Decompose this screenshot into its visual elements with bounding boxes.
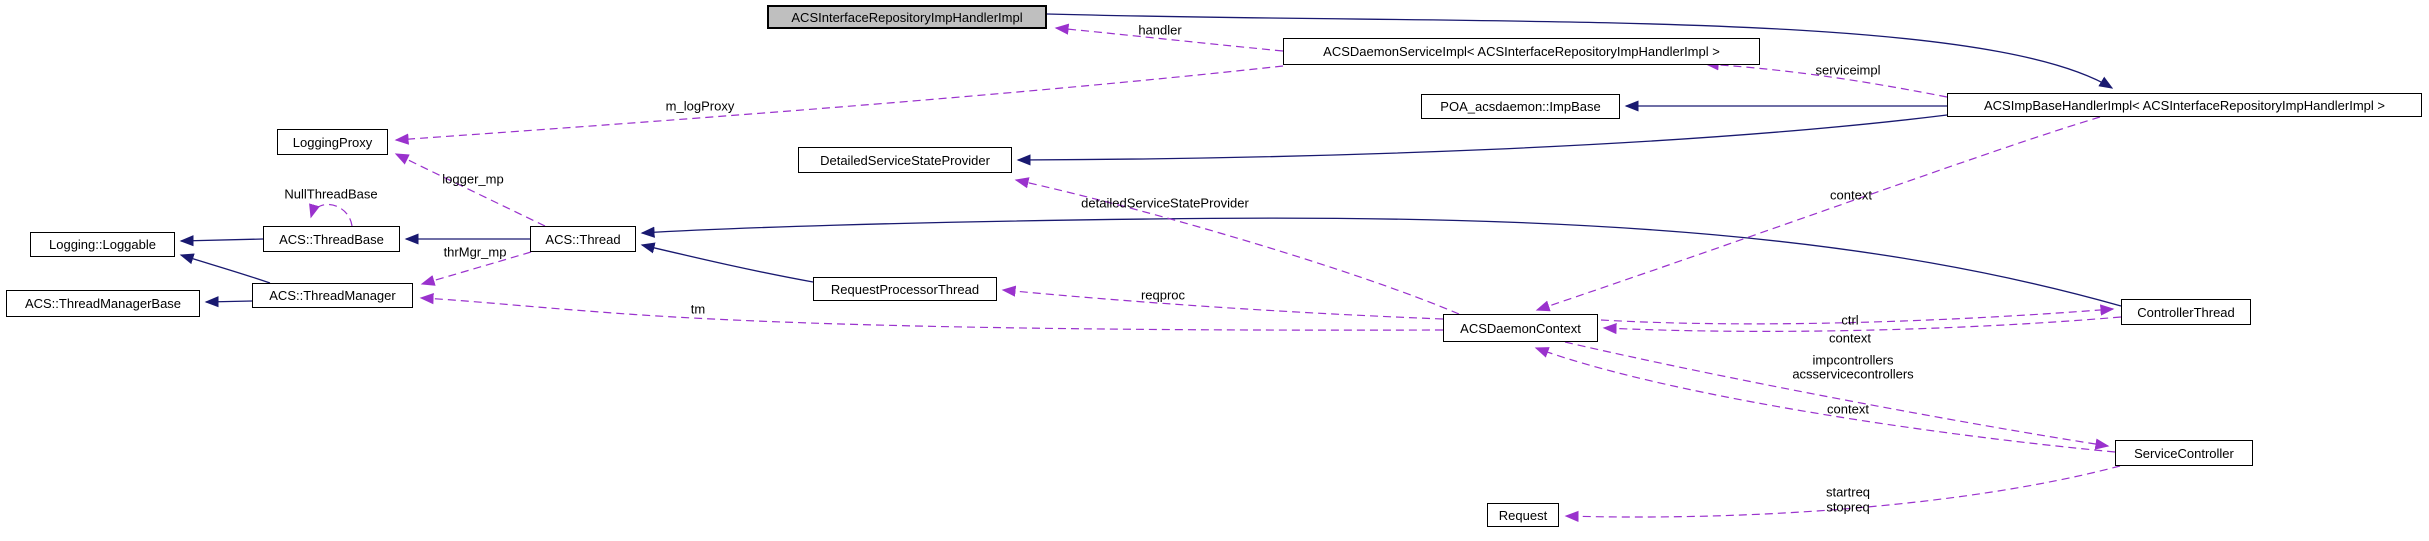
- edge-inherit-impbasehandler-to-dssp: [1016, 114, 1948, 166]
- node-acs-imp-base-handler-impl[interactable]: ACSImpBaseHandlerImpl< ACSInterfaceRepos…: [1947, 93, 2422, 117]
- edge-usage-ctrl: [1600, 304, 2115, 325]
- node-acs-thread-base[interactable]: ACS::ThreadBase: [263, 226, 400, 252]
- edge-label-m-logproxy: m_logProxy: [665, 98, 735, 114]
- node-logging-loggable[interactable]: Logging::Loggable: [30, 232, 175, 257]
- edge-inherit-threadbase-to-loggable: [179, 235, 264, 247]
- edge-label-context-service: context: [1827, 401, 1869, 417]
- edge-usage-thrmgr-mp: [420, 251, 532, 286]
- edge-usage-nullthreadbase-selfloop: [309, 203, 353, 227]
- edge-usage-context-from-servicecontroller: [1534, 347, 2116, 453]
- node-request-processor-thread[interactable]: RequestProcessorThread: [813, 277, 997, 301]
- edge-label-stopreq: stopreq: [1826, 499, 1870, 515]
- edge-label-handler: handler: [1138, 22, 1182, 38]
- node-acs-thread-manager[interactable]: ACS::ThreadManager: [252, 283, 413, 308]
- edge-label-logger-mp: logger_mp: [442, 171, 504, 187]
- node-request[interactable]: Request: [1487, 503, 1559, 527]
- edge-usage-context-from-controllerthread: [1602, 316, 2122, 335]
- edge-usage-context-from-impbasehandler: [1535, 116, 2101, 312]
- edge-label-null-thread-base: NullThreadBase: [284, 186, 378, 202]
- edge-usage-impcontrollers: [1564, 341, 2110, 450]
- edge-usage-reqproc: [1001, 285, 1444, 320]
- node-acs-interface-repository-imp-handler-impl: ACSInterfaceRepositoryImpHandlerImpl: [767, 5, 1047, 29]
- node-poa-acsdaemon-impbase[interactable]: POA_acsdaemon::ImpBase: [1421, 94, 1620, 119]
- edge-label-startreq: startreq: [1825, 484, 1871, 500]
- edge-label-thrmgr-mp: thrMgr_mp: [443, 244, 507, 260]
- edge-label-acsservicecontrollers: acsservicecontrollers: [1792, 366, 1914, 382]
- edge-usage-logger-mp: [394, 153, 546, 227]
- node-acs-thread[interactable]: ACS::Thread: [530, 226, 636, 252]
- node-detailed-service-state-provider[interactable]: DetailedServiceStateProvider: [798, 147, 1012, 173]
- edge-usage-detailedssp: [1014, 177, 1460, 315]
- edge-label-detailed-ssp: detailedServiceStateProvider: [1081, 195, 1249, 211]
- edge-inherit-threadmanager-to-threadmanagerbase: [204, 296, 253, 308]
- edge-inherit-reqprocthread-to-thread: [640, 242, 814, 283]
- edge-label-context-controller: context: [1829, 330, 1871, 346]
- node-service-controller[interactable]: ServiceController: [2115, 440, 2253, 466]
- edge-label-reqproc: reqproc: [1140, 287, 1186, 303]
- edge-label-impcontrollers: impcontrollers: [1812, 352, 1894, 368]
- node-controller-thread[interactable]: ControllerThread: [2121, 299, 2251, 325]
- edge-label-serviceimpl: serviceimpl: [1815, 62, 1881, 78]
- edge-label-ctrl: ctrl: [1841, 312, 1859, 328]
- edge-usage-serviceimpl: [1704, 59, 1948, 98]
- edge-usage-handler: [1054, 23, 1284, 52]
- edge-inherit-threadmanager-to-loggable: [179, 253, 271, 284]
- edge-label-tm: tm: [690, 301, 706, 317]
- node-acs-daemon-service-impl[interactable]: ACSDaemonServiceImpl< ACSInterfaceReposi…: [1283, 38, 1760, 65]
- node-logging-proxy[interactable]: LoggingProxy: [277, 129, 388, 155]
- node-acs-daemon-context[interactable]: ACSDaemonContext: [1443, 314, 1598, 342]
- edge-usage-startreq-stopreq: [1564, 465, 2121, 522]
- edge-usage-tm: [419, 293, 1444, 331]
- node-acs-thread-manager-base[interactable]: ACS::ThreadManagerBase: [6, 290, 200, 317]
- edge-usage-m-logproxy: [394, 65, 1284, 145]
- edge-label-context-impbase: context: [1830, 187, 1872, 203]
